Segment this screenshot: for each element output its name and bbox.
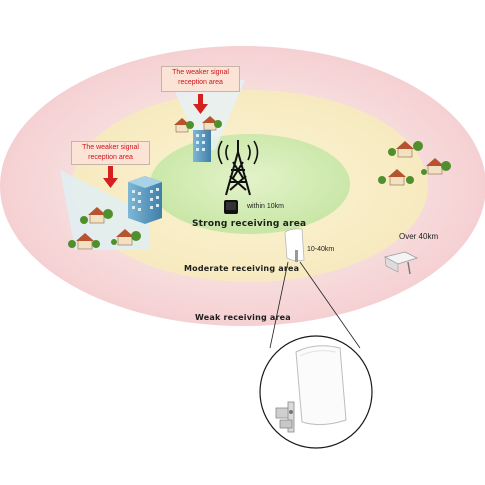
shadow-wedge-top — [170, 80, 245, 150]
weak-zone-label: Weak receiving area — [195, 313, 291, 322]
weak-signal-callout-left: The weaker signal reception area — [71, 141, 150, 165]
distance-near-label: within 10km — [247, 203, 284, 210]
moderate-zone-label: Moderate receiving area — [184, 264, 300, 273]
indoor-antenna-icon — [224, 200, 238, 214]
strong-zone-label: Strong receiving area — [192, 219, 307, 229]
tree-icon — [186, 120, 222, 129]
arrow-icon — [103, 94, 208, 188]
zoom-line-left — [269, 261, 289, 349]
house-icon — [388, 141, 444, 186]
house-icon — [76, 207, 134, 250]
zoom-line-right — [299, 261, 361, 349]
panel-antenna-icon — [284, 228, 305, 262]
distance-mid-label: 10-40km — [307, 246, 335, 253]
tree-icon — [68, 209, 141, 248]
weak-signal-callout-top: The weaker signal reception area — [161, 66, 240, 92]
building-icon — [128, 176, 162, 224]
tower-icon — [217, 140, 259, 196]
outdoor-antenna-icon — [383, 251, 419, 275]
building-icon — [193, 130, 211, 162]
distance-far-label: Over 40km — [399, 232, 439, 241]
tree-icon — [378, 141, 451, 184]
panel-antenna-icon — [275, 345, 347, 433]
